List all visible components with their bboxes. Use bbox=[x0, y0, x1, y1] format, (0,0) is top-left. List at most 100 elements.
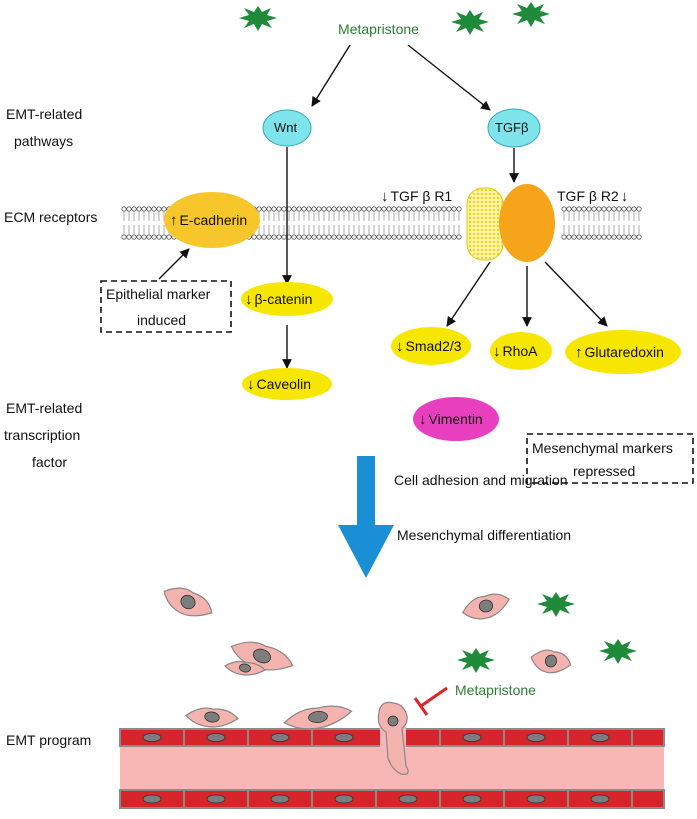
caveolin-reg-arrow: ↓ bbox=[247, 376, 255, 393]
tgfbr2-label: TGF β R2↓ bbox=[557, 189, 630, 204]
star-icon bbox=[599, 639, 637, 664]
lipid-head bbox=[331, 234, 337, 240]
lipid-head bbox=[381, 234, 387, 240]
lipid-head bbox=[321, 234, 327, 240]
lipid-head bbox=[446, 234, 452, 240]
side-label-emt-program: EMT program bbox=[6, 732, 92, 748]
lipid-head bbox=[276, 206, 282, 212]
glutaredoxin-reg-arrow: ↑ bbox=[575, 344, 583, 361]
lipid-head bbox=[156, 234, 162, 240]
lipid-head bbox=[301, 234, 307, 240]
lipid-head bbox=[586, 206, 592, 212]
lipid-head bbox=[401, 206, 407, 212]
lipid-head bbox=[261, 234, 267, 240]
lipid-head bbox=[426, 234, 432, 240]
lipid-head bbox=[251, 234, 257, 240]
endothelial-nucleus bbox=[334, 794, 354, 804]
lipid-head bbox=[121, 234, 127, 240]
bcatenin-label: ↓β-catenin bbox=[245, 292, 312, 307]
lipid-head bbox=[561, 234, 567, 240]
epithelial-box bbox=[100, 280, 232, 333]
lipid-head bbox=[316, 206, 322, 212]
lipid-head bbox=[161, 206, 167, 212]
lipid-head bbox=[336, 234, 342, 240]
lipid-head bbox=[561, 206, 567, 212]
lipid-head bbox=[346, 206, 352, 212]
lipid-head bbox=[411, 234, 417, 240]
lipid-head bbox=[606, 206, 612, 212]
tgfbr2 bbox=[499, 184, 555, 262]
star-icon bbox=[239, 6, 277, 31]
lipid-head bbox=[356, 206, 362, 212]
nucleus bbox=[308, 711, 328, 723]
lipid-head bbox=[451, 234, 457, 240]
star-icon bbox=[512, 2, 550, 27]
lipid-head bbox=[591, 234, 597, 240]
lipid-head bbox=[136, 234, 142, 240]
glutaredoxin-node bbox=[565, 330, 681, 374]
lipid-head bbox=[586, 234, 592, 240]
endothelial-nucleus bbox=[206, 794, 226, 804]
lipid-head bbox=[381, 206, 387, 212]
endothelial-nucleus bbox=[142, 733, 162, 742]
lipid-head bbox=[261, 206, 267, 212]
lipid-head bbox=[421, 234, 427, 240]
lipid-head bbox=[451, 206, 457, 212]
wnt-label: Wnt bbox=[274, 120, 298, 135]
lipid-head bbox=[306, 234, 312, 240]
arrow-drug-to-wnt bbox=[311, 44, 351, 107]
arrow-receptor-to-glutaredoxin bbox=[544, 261, 608, 327]
nucleus bbox=[252, 648, 272, 664]
vimentin-reg-arrow: ↓ bbox=[419, 411, 427, 428]
lipid-head bbox=[426, 206, 432, 212]
lipid-head bbox=[386, 206, 392, 212]
lipid-head bbox=[166, 234, 172, 240]
lipid-head bbox=[391, 234, 397, 240]
ecadherin-label: ↑E-cadherin bbox=[170, 213, 247, 228]
vimentin-text: Vimentin bbox=[428, 411, 483, 427]
nucleus bbox=[387, 715, 399, 727]
lipid-head bbox=[576, 234, 582, 240]
lipid-head bbox=[341, 206, 347, 212]
lipid-head bbox=[291, 206, 297, 212]
lipid-head bbox=[351, 234, 357, 240]
lipid-head bbox=[616, 206, 622, 212]
lipid-head bbox=[376, 234, 382, 240]
star-icon bbox=[537, 592, 575, 617]
endothelial-nucleus bbox=[270, 733, 290, 742]
lipid-head bbox=[126, 234, 132, 240]
lipid-head bbox=[146, 234, 152, 240]
lipid-head bbox=[131, 234, 137, 240]
star-icon bbox=[457, 648, 495, 673]
lipid-head bbox=[441, 234, 447, 240]
lipid-head bbox=[571, 234, 577, 240]
ecadherin-text: E-cadherin bbox=[179, 212, 248, 228]
lipid-head bbox=[416, 234, 422, 240]
lipid-head bbox=[291, 234, 297, 240]
lipid-head bbox=[386, 234, 392, 240]
lipid-head bbox=[411, 206, 417, 212]
lipid-head bbox=[361, 206, 367, 212]
tgfbr1-reg-arrow: ↓ bbox=[381, 188, 389, 205]
rhoa-reg-arrow: ↓ bbox=[493, 343, 501, 360]
tgfbr2-reg-arrow: ↓ bbox=[620, 188, 629, 205]
lipid-head bbox=[156, 206, 162, 212]
glutaredoxin-label: ↑Glutaredoxin bbox=[575, 345, 664, 360]
tgfb-receptor-complex bbox=[466, 184, 555, 262]
lipid-head bbox=[321, 206, 327, 212]
bcatenin-node bbox=[241, 282, 333, 316]
lipid-head bbox=[621, 234, 627, 240]
lipid-head bbox=[351, 206, 357, 212]
lipid-head bbox=[366, 206, 372, 212]
caveolin-node bbox=[242, 368, 332, 400]
arrow-marker-to-ecadherin bbox=[158, 248, 190, 280]
lipid-head bbox=[431, 206, 437, 212]
nucleus bbox=[180, 594, 196, 610]
mesenchymal-box-line-1: Mesenchymal markers bbox=[532, 440, 673, 456]
lipid-head bbox=[406, 206, 412, 212]
lipid-head bbox=[161, 234, 167, 240]
ecadherin-node bbox=[164, 192, 260, 248]
lipid-head bbox=[151, 234, 157, 240]
lipid-head bbox=[431, 234, 437, 240]
mesenchymal-cell bbox=[530, 649, 572, 674]
